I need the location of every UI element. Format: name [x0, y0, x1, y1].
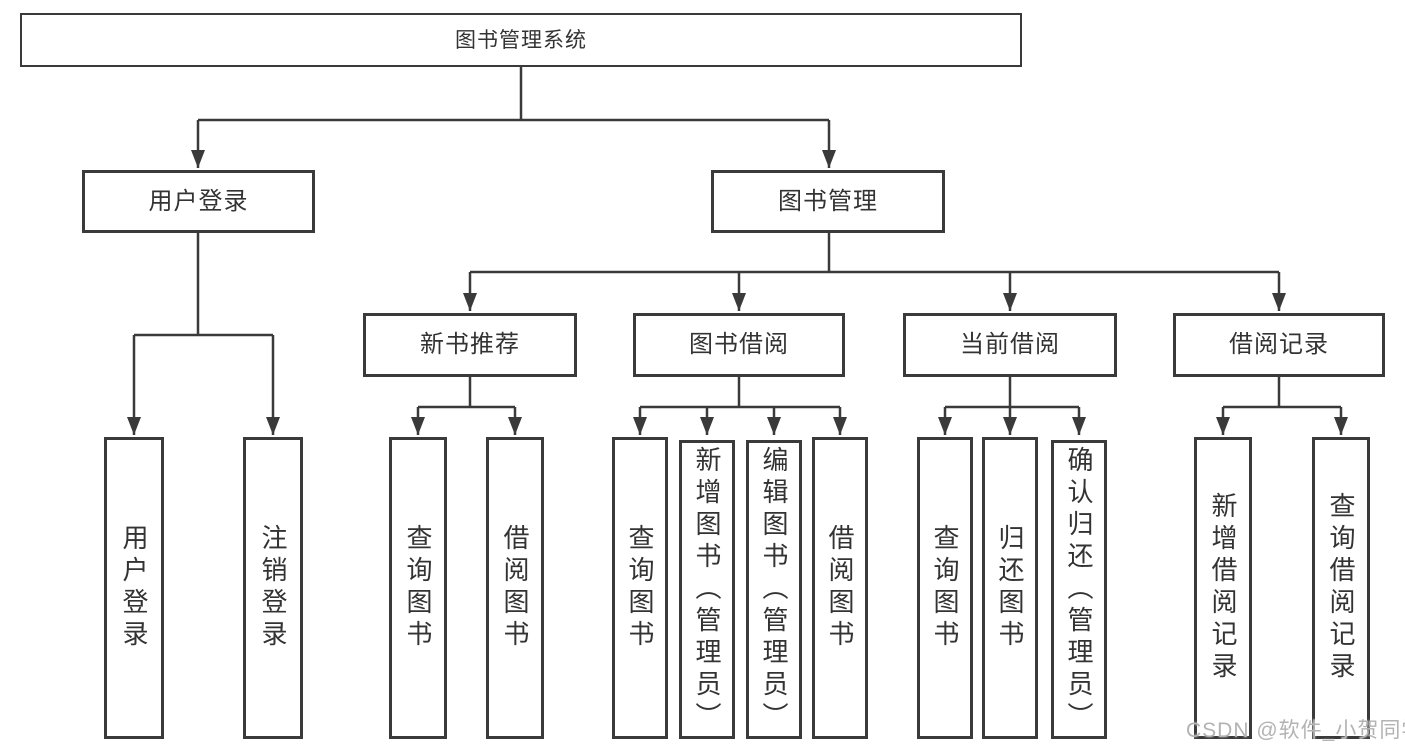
node-label: 当前借阅: [960, 331, 1060, 358]
node-label: 查询图书: [930, 524, 960, 652]
leaf-edit-books-admin: 编辑图书（管理员）: [746, 440, 802, 739]
node-new-book-recommendation: 新书推荐: [363, 313, 577, 377]
node-label: 借阅图书: [825, 524, 855, 652]
node-label: 借阅图书: [500, 524, 530, 652]
leaf-query-books-3: 查询图书: [917, 437, 973, 739]
node-label: 用户登录: [119, 524, 149, 652]
leaf-confirm-return-admin: 确认归还（管理员）: [1051, 440, 1107, 739]
node-library-management-system: 图书管理系统: [20, 13, 1022, 67]
node-label: 注销登录: [258, 524, 288, 652]
node-label: 图书借阅: [689, 331, 789, 358]
node-borrowing-records: 借阅记录: [1173, 313, 1385, 377]
node-label: 新书推荐: [420, 331, 520, 358]
node-label: 确认归还（管理员）: [1064, 445, 1094, 734]
leaf-add-books-admin: 新增图书（管理员）: [679, 440, 735, 739]
node-book-management: 图书管理: [711, 170, 945, 233]
node-label: 用户登录: [148, 187, 249, 215]
leaf-borrow-books-1: 借阅图书: [486, 437, 544, 739]
node-label: 图书管理系统: [455, 28, 587, 52]
node-label: 新增图书（管理员）: [692, 445, 722, 734]
node-user-login: 用户登录: [82, 170, 315, 233]
node-label: 查询图书: [625, 524, 655, 652]
leaf-return-books: 归还图书: [982, 437, 1038, 739]
node-label: 图书管理: [778, 187, 878, 215]
node-label: 新增借阅记录: [1208, 492, 1238, 684]
leaf-add-borrow-record: 新增借阅记录: [1194, 437, 1252, 739]
leaf-logout: 注销登录: [243, 437, 303, 739]
node-label: 归还图书: [995, 524, 1025, 652]
csdn-watermark: CSDN @软件_小贺同学: [1186, 719, 1405, 742]
node-label: 查询借阅记录: [1326, 492, 1356, 684]
node-label: 编辑图书（管理员）: [759, 445, 789, 734]
leaf-query-borrow-record: 查询借阅记录: [1312, 437, 1370, 739]
leaf-borrow-books-2: 借阅图书: [812, 437, 868, 739]
node-current-borrowing: 当前借阅: [903, 313, 1117, 377]
leaf-user-login: 用户登录: [104, 437, 164, 739]
node-label: 借阅记录: [1229, 331, 1329, 358]
node-book-borrowing: 图书借阅: [633, 313, 845, 377]
leaf-query-books-2: 查询图书: [612, 437, 668, 739]
leaf-query-books-1: 查询图书: [389, 437, 447, 739]
node-label: 查询图书: [403, 524, 433, 652]
